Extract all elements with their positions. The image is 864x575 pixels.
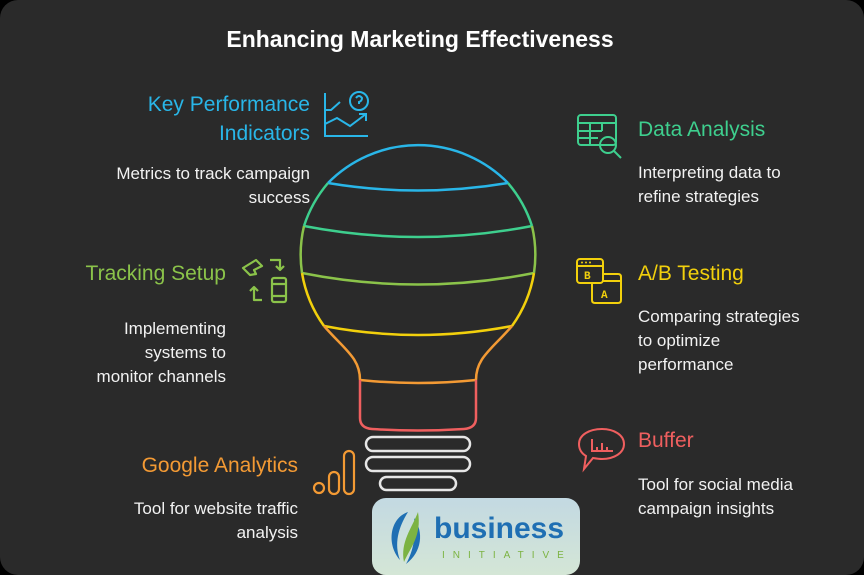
data-analysis-heading: Data Analysis xyxy=(638,118,766,141)
buffer-description: Tool for social media campaign insights xyxy=(638,473,793,521)
ab-desc-line1: Comparing strategies xyxy=(638,307,800,326)
data-analysis-desc-line1: Interpreting data to xyxy=(638,163,781,182)
data-analysis-desc-line2: refine strategies xyxy=(638,187,759,206)
kpi-heading-line2: Indicators xyxy=(218,122,310,145)
ab-desc-line3: performance xyxy=(638,355,734,374)
google-analytics-heading: Google Analytics xyxy=(141,454,298,477)
ab-testing-description: Comparing strategies to optimize perform… xyxy=(638,305,800,377)
kpi-heading: Key Performance Indicators xyxy=(80,90,310,148)
chat-chart-icon xyxy=(577,427,626,473)
logo-wordmark: business xyxy=(434,512,565,545)
kpi-desc-line2: success xyxy=(248,188,310,207)
logo-subtitle: INITIATIVE xyxy=(442,550,572,561)
ab-windows-icon: B A xyxy=(576,258,622,304)
tracking-desc-line3: monitor channels xyxy=(96,367,226,386)
ab-testing-heading: A/B Testing xyxy=(638,262,744,285)
business-initiative-logo: business INITIATIVE xyxy=(372,498,580,575)
analytics-bars-icon xyxy=(312,449,356,496)
page-title: Enhancing Marketing Effectiveness xyxy=(226,26,614,52)
tracking-desc-line1: Implementing xyxy=(123,319,226,338)
tracking-desc-line2: systems to xyxy=(144,343,226,362)
device-sync-icon xyxy=(241,258,288,304)
table-search-icon xyxy=(577,114,622,159)
data-analysis-description: Interpreting data to refine strategies xyxy=(638,161,781,209)
leaf-globe-icon xyxy=(391,512,421,564)
ab-desc-line2: to optimize xyxy=(638,331,721,350)
buffer-desc-line2: campaign insights xyxy=(638,499,775,518)
kpi-heading-line1: Key Performance xyxy=(147,93,310,116)
chart-question-icon xyxy=(324,91,369,137)
google-analytics-description: Tool for website traffic analysis xyxy=(40,497,298,545)
tracking-setup-heading: Tracking Setup xyxy=(85,262,226,285)
tracking-setup-description: Implementing systems to monitor channels xyxy=(40,317,226,389)
svg-text:B: B xyxy=(584,271,591,283)
svg-text:A: A xyxy=(601,290,608,302)
ga-desc-line1: Tool for website traffic xyxy=(133,499,298,518)
ga-desc-line2: analysis xyxy=(236,523,298,542)
buffer-heading: Buffer xyxy=(638,429,694,452)
buffer-desc-line1: Tool for social media xyxy=(638,475,793,494)
kpi-description: Metrics to track campaign success xyxy=(40,162,310,210)
kpi-desc-line1: Metrics to track campaign xyxy=(116,164,310,183)
